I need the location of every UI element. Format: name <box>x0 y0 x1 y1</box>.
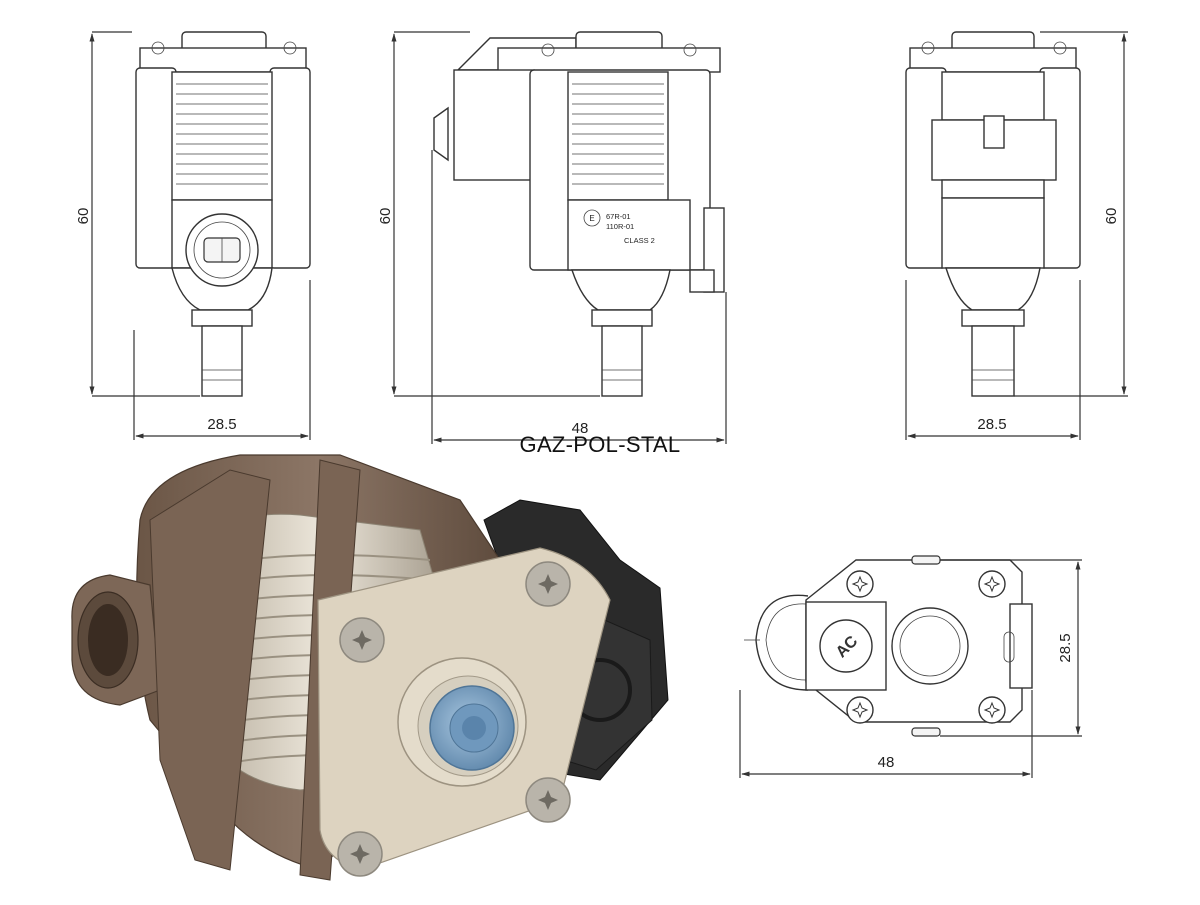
top-height-label: 28.5 <box>1057 633 1074 662</box>
front-view: 60 28.5 <box>75 31 311 440</box>
side-height-label: 60 <box>377 208 394 225</box>
top-view: AC 28.5 48 <box>739 555 1082 778</box>
screw-head-icons <box>350 574 558 864</box>
top-width-label: 48 <box>878 754 895 771</box>
back-height-label: 60 <box>1103 208 1120 225</box>
top-outline: AC <box>744 555 1033 737</box>
front-width-label: 28.5 <box>207 416 236 433</box>
front-height-label: 60 <box>75 208 92 225</box>
product-photo <box>71 454 669 881</box>
side-outline: E 67R-01 110R-01 CLASS 2 <box>433 31 725 397</box>
brand-label: GAZ-POL-STAL <box>519 432 681 457</box>
side-view: E 67R-01 110R-01 CLASS 2 60 48 <box>377 31 727 444</box>
torx-screw-icons <box>851 575 1001 719</box>
front-outline <box>135 31 311 397</box>
side-marking-line-3: CLASS 2 <box>624 236 655 245</box>
side-marking-line-1: 67R-01 <box>606 212 631 221</box>
e-mark-icon: E <box>589 214 594 223</box>
side-width-label: 48 <box>572 420 589 437</box>
side-marking-line-2: 110R-01 <box>606 222 634 231</box>
back-width-label: 28.5 <box>977 416 1006 433</box>
back-view: 60 28.5 <box>905 31 1128 440</box>
back-outline <box>905 31 1081 397</box>
